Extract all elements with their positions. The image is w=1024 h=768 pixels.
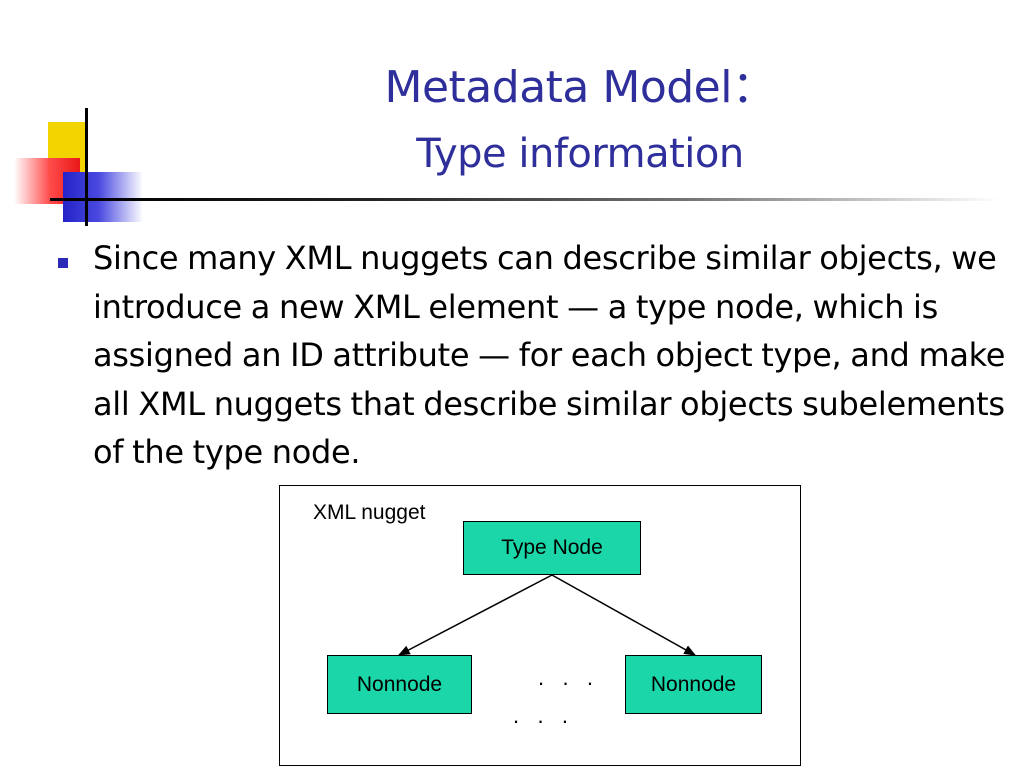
bullet-text: Since many XML nuggets can describe simi… — [93, 239, 1006, 471]
type-node-box: Type Node — [463, 521, 641, 575]
type-node-label: Type Node — [501, 536, 603, 559]
logo-blue-square — [63, 172, 143, 222]
square-bullet-icon — [58, 258, 68, 268]
left-nonnode-label: Nonnode — [356, 672, 443, 696]
slide-subtitle: Type information — [416, 131, 744, 177]
left-nonnode-box: Nonnode — [327, 655, 472, 714]
color-blocks-logo-icon — [0, 0, 200, 240]
logo-vertical-line — [85, 108, 88, 226]
right-nonnode-box: Nonnode — [625, 655, 762, 714]
ellipsis-lower: . . . — [513, 703, 569, 728]
title-divider — [100, 198, 1000, 201]
xml-nugget-label: XML nugget — [313, 501, 426, 524]
right-nonnode-label: Nonnode — [650, 672, 737, 696]
ellipsis-upper: . . . — [538, 665, 594, 690]
slide-title: Metadata Model： — [384, 62, 776, 113]
